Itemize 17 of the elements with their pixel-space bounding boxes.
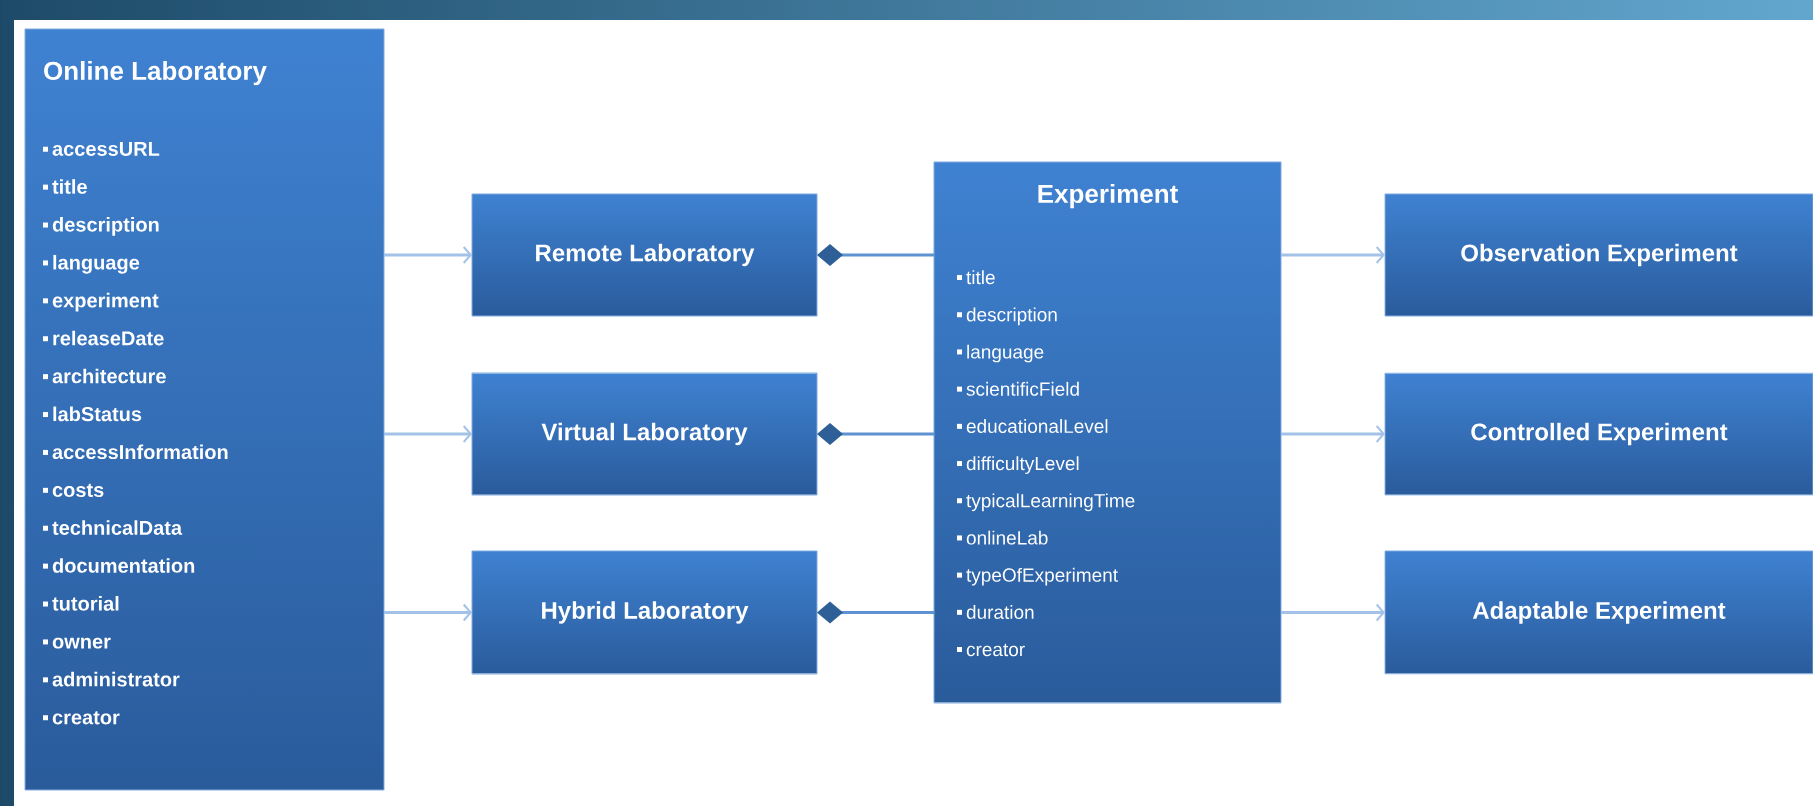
arrow — [384, 246, 472, 264]
class-box: Controlled Experiment — [1384, 372, 1813, 496]
class-box: Experiment title description language scientificField educationalLevel difficultyLevel typicalLearningTime onlineLab typeOfExperiment duration creator — [933, 161, 1282, 704]
arrow — [1281, 603, 1385, 622]
aggregation-line — [817, 244, 934, 266]
class-box: Remote Laboratory — [471, 193, 818, 317]
aggregation-line — [817, 423, 934, 445]
arrow — [1281, 246, 1385, 264]
arrow — [384, 425, 472, 443]
aggregation-line — [817, 601, 934, 624]
class-box: Virtual Laboratory — [471, 372, 818, 496]
arrow — [1281, 425, 1385, 443]
class-box: Observation Experiment — [1384, 193, 1813, 317]
class-box: Adaptable Experiment — [1384, 550, 1813, 675]
class-box: Hybrid Laboratory — [471, 550, 818, 675]
arrow — [384, 603, 472, 622]
class-box: Online Laboratory accessURL title description language experiment releaseDate architecture labStatus accessInformation costs technicalData documentation tutorial owner administrator creator — [24, 28, 385, 791]
